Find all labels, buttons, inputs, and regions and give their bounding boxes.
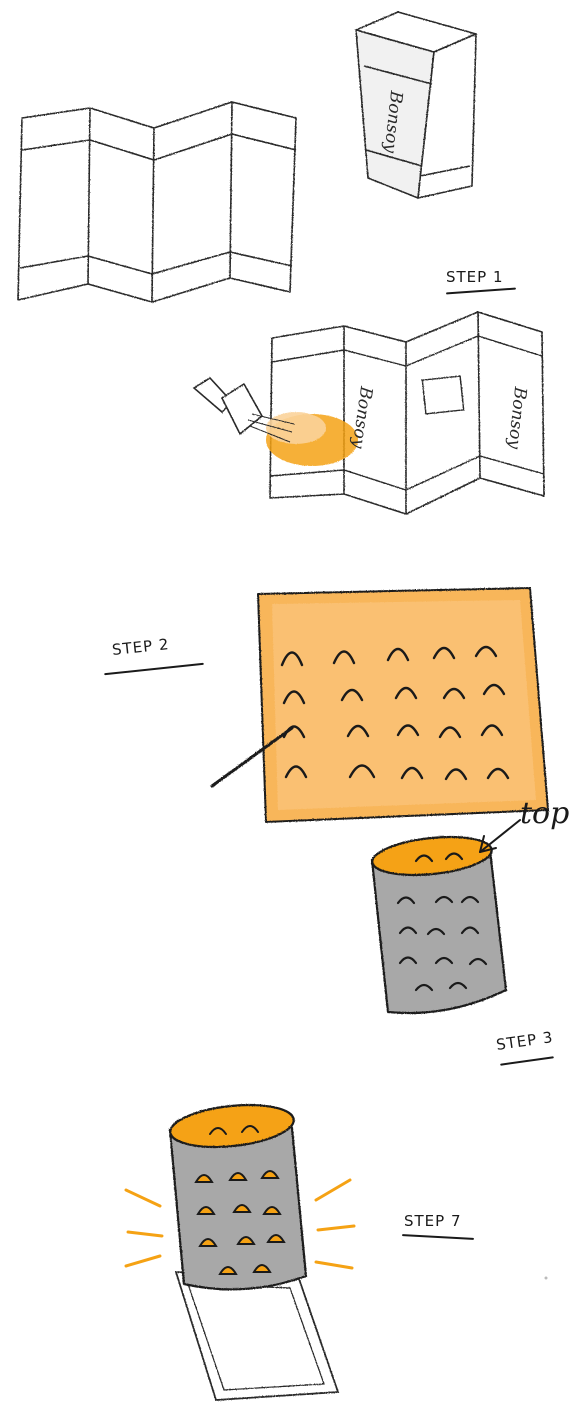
grater-step7 [168,1100,306,1290]
bonsoy-carton [356,12,476,198]
unfolded-carton [18,102,296,302]
top-annotation: top [520,796,569,831]
tray [176,1272,338,1400]
step-1-label: STEP 1 [446,268,504,286]
grater-step3 [370,832,506,1013]
glued-carton [266,312,544,514]
speck [545,1277,548,1280]
step-7-label: STEP 7 [404,1212,462,1230]
orange-panel [212,588,548,822]
top-arrow-icon [480,820,520,852]
